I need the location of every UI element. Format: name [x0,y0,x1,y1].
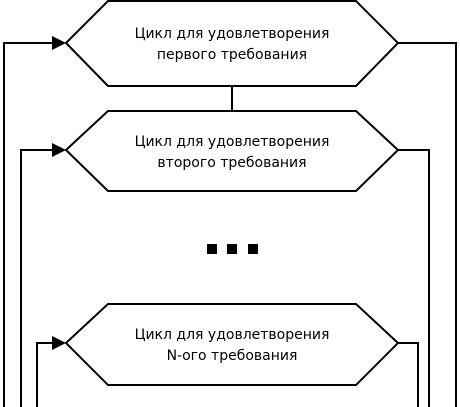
hexagon-shape [64,303,400,386]
arrow-head-1 [52,36,66,50]
ellipsis-dot [248,244,258,254]
block-2-line-2: второго требования [157,155,306,171]
ellipsis-dot [227,244,237,254]
block-n-line-2: N-ого требования [167,348,298,364]
loop-block-1: Цикл для удовлетворения первого требован… [64,0,400,87]
hexagon-shape [64,0,400,87]
block-2-line-1: Цикл для удовлетворения [135,134,330,150]
block-1-line-1: Цикл для удовлетворения [135,26,330,42]
loop-line-2 [20,149,430,407]
block-1-line-2: первого требования [157,47,307,63]
ellipsis [207,244,258,254]
loop-block-n: Цикл для удовлетворения N-ого требования [64,303,400,386]
block-n-line-1: Цикл для удовлетворения [135,327,330,343]
hexagon-shape [64,110,400,192]
loop-line-n [36,342,419,407]
arrow-head-2 [52,143,66,157]
ellipsis-dot [207,244,217,254]
arrow-head-n [52,336,66,350]
outer-loop-line-1 [3,42,457,407]
loop-block-2: Цикл для удовлетворения второго требован… [64,110,400,192]
